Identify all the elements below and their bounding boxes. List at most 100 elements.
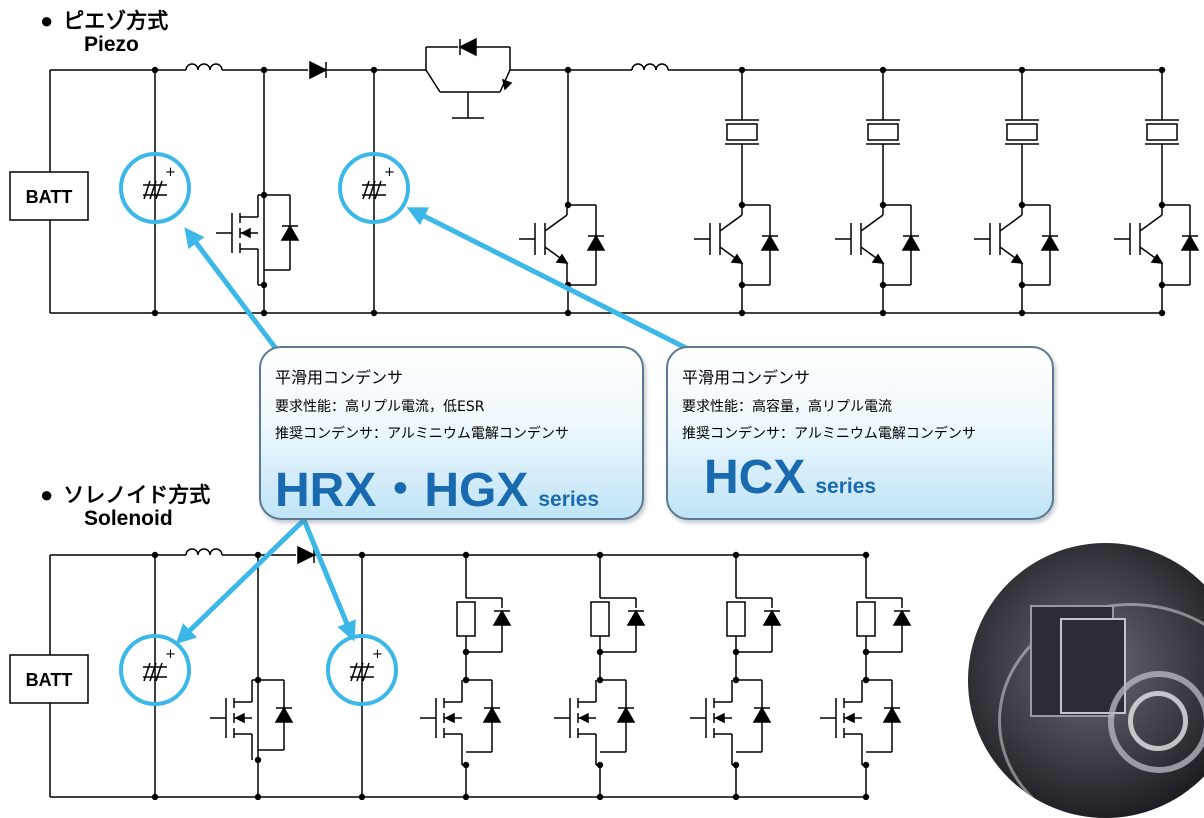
bullet-icon: ●: [40, 482, 54, 507]
junction-dot: [462, 793, 470, 800]
capacitor-hatch: [362, 662, 370, 682]
callout-hrx-hgx: 平滑用コンデンサ 要求性能：高リプル電流，低ESR 推奨コンデンサ：アルミニウム…: [259, 346, 644, 520]
diode-symbol: [762, 609, 782, 626]
battery-box: [9, 171, 89, 221]
junction-dot: [596, 793, 604, 800]
series-suffix: series: [538, 488, 600, 511]
piezo-element: [1146, 123, 1178, 141]
capacitor-hatch: [350, 662, 358, 682]
solenoid-circuit: BATT++: [9, 545, 912, 800]
diode-symbol: [458, 37, 477, 57]
junction-dot: [732, 648, 740, 656]
diode-symbol: [882, 706, 902, 723]
piezo-element: [1006, 123, 1038, 141]
battery-label: BATT: [26, 187, 73, 207]
junction-dot: [564, 309, 572, 317]
diode-symbol: [492, 609, 512, 626]
series-suffix: series: [815, 475, 877, 498]
capacitor-hatch: [143, 180, 151, 200]
diode-symbol: [760, 234, 780, 251]
solenoid-coil: [856, 601, 876, 637]
igbt-arrow: [730, 253, 744, 264]
inductor-symbol: [185, 548, 223, 556]
capacitor-hatch: [155, 662, 163, 682]
circuit-diagram: BATT + + BATT + +: [9, 37, 1200, 800]
capacitor-hatch: [155, 180, 163, 200]
piezo-title-jp: ピエゾ方式: [63, 9, 169, 33]
callout-title: 平滑用コンデンサ: [275, 368, 404, 387]
junction-dot: [596, 648, 604, 656]
diode-symbol: [482, 706, 502, 723]
solenoid-coil: [590, 601, 610, 637]
pointer-arrow: [175, 518, 306, 645]
mosfet-arrow: [844, 712, 855, 724]
capacitor-highlight-circle: [326, 634, 398, 706]
pointer-arrow: [301, 519, 356, 642]
igbt-arrow: [501, 78, 513, 91]
series-label: HCX series: [704, 450, 1052, 505]
diode-symbol: [892, 609, 912, 626]
igbt-arrow: [555, 253, 569, 264]
capacitor-plus: +: [165, 647, 176, 662]
callout-recommended: 推奨コンデンサ：アルミニウム電解コンデンサ: [682, 426, 976, 442]
diode-symbol: [626, 609, 646, 626]
igbt-collector: [999, 214, 1023, 232]
diode-symbol: [616, 706, 636, 723]
solenoid-coil: [456, 601, 476, 637]
capacitor-hatch: [374, 180, 382, 200]
callout-hcx: 平滑用コンデンサ 要求性能：高容量，高リプル電流 推奨コンデンサ：アルミニウム電…: [666, 346, 1054, 520]
mosfet-arrow: [234, 712, 245, 724]
junction-dot: [1158, 309, 1166, 317]
bullet-icon: ●: [40, 8, 54, 33]
capacitor-plus: +: [165, 165, 176, 180]
capacitor-hatch: [149, 662, 157, 682]
diode-symbol: [309, 60, 328, 80]
mosfet-arrow: [240, 227, 251, 239]
capacitor-plus: +: [384, 165, 395, 180]
igbt-arrow: [1010, 253, 1024, 264]
junction-dot: [260, 281, 268, 289]
igbt-collector: [544, 214, 568, 232]
diode-symbol: [1180, 234, 1200, 251]
igbt-collector: [1139, 214, 1163, 232]
mosfet-arrow: [444, 712, 455, 724]
diode-symbol: [1040, 234, 1060, 251]
pointer-arrow: [184, 227, 282, 356]
junction-dot: [462, 648, 470, 656]
diode-symbol: [297, 545, 316, 565]
series-name: HCX: [704, 451, 806, 504]
junction-dot: [564, 66, 572, 74]
capacitor-highlights: [119, 152, 696, 706]
solenoid-title-en: Solenoid: [84, 507, 173, 530]
capacitor-hatch: [149, 180, 157, 200]
diode-symbol: [274, 706, 294, 723]
inductor-symbol: [631, 63, 669, 71]
junction-dot: [862, 793, 870, 800]
diode-symbol: [586, 234, 606, 251]
capacitor-hatch: [362, 180, 370, 200]
diode-symbol: [901, 234, 921, 251]
igbt-arrow: [871, 253, 885, 264]
igbt-collector: [719, 214, 743, 232]
solenoid-coil: [726, 601, 746, 637]
capacitor-highlight-circle: [338, 152, 410, 224]
igbt-collector: [860, 214, 884, 232]
capacitor-hatch: [368, 180, 376, 200]
capacitor-hatch: [143, 662, 151, 682]
capacitor-highlight-circle: [119, 152, 191, 224]
junction-dot: [738, 309, 746, 317]
callout-recommended: 推奨コンデンサ：アルミニウム電解コンデンサ: [275, 426, 569, 442]
piezo-element: [867, 123, 899, 141]
battery-box: [9, 654, 89, 704]
piezo-circuit: BATT + +: [9, 37, 1200, 317]
diode-symbol: [280, 224, 300, 241]
igbt-collector: [425, 69, 441, 93]
solenoid-section-title: ●ソレノイド方式 Solenoid: [40, 482, 210, 530]
inductor-symbol: [185, 63, 223, 71]
piezo-title-en: Piezo: [84, 33, 139, 56]
junction-dot: [879, 309, 887, 317]
battery-label: BATT: [26, 670, 73, 690]
mosfet-arrow: [714, 712, 725, 724]
junction-dot: [732, 793, 740, 800]
